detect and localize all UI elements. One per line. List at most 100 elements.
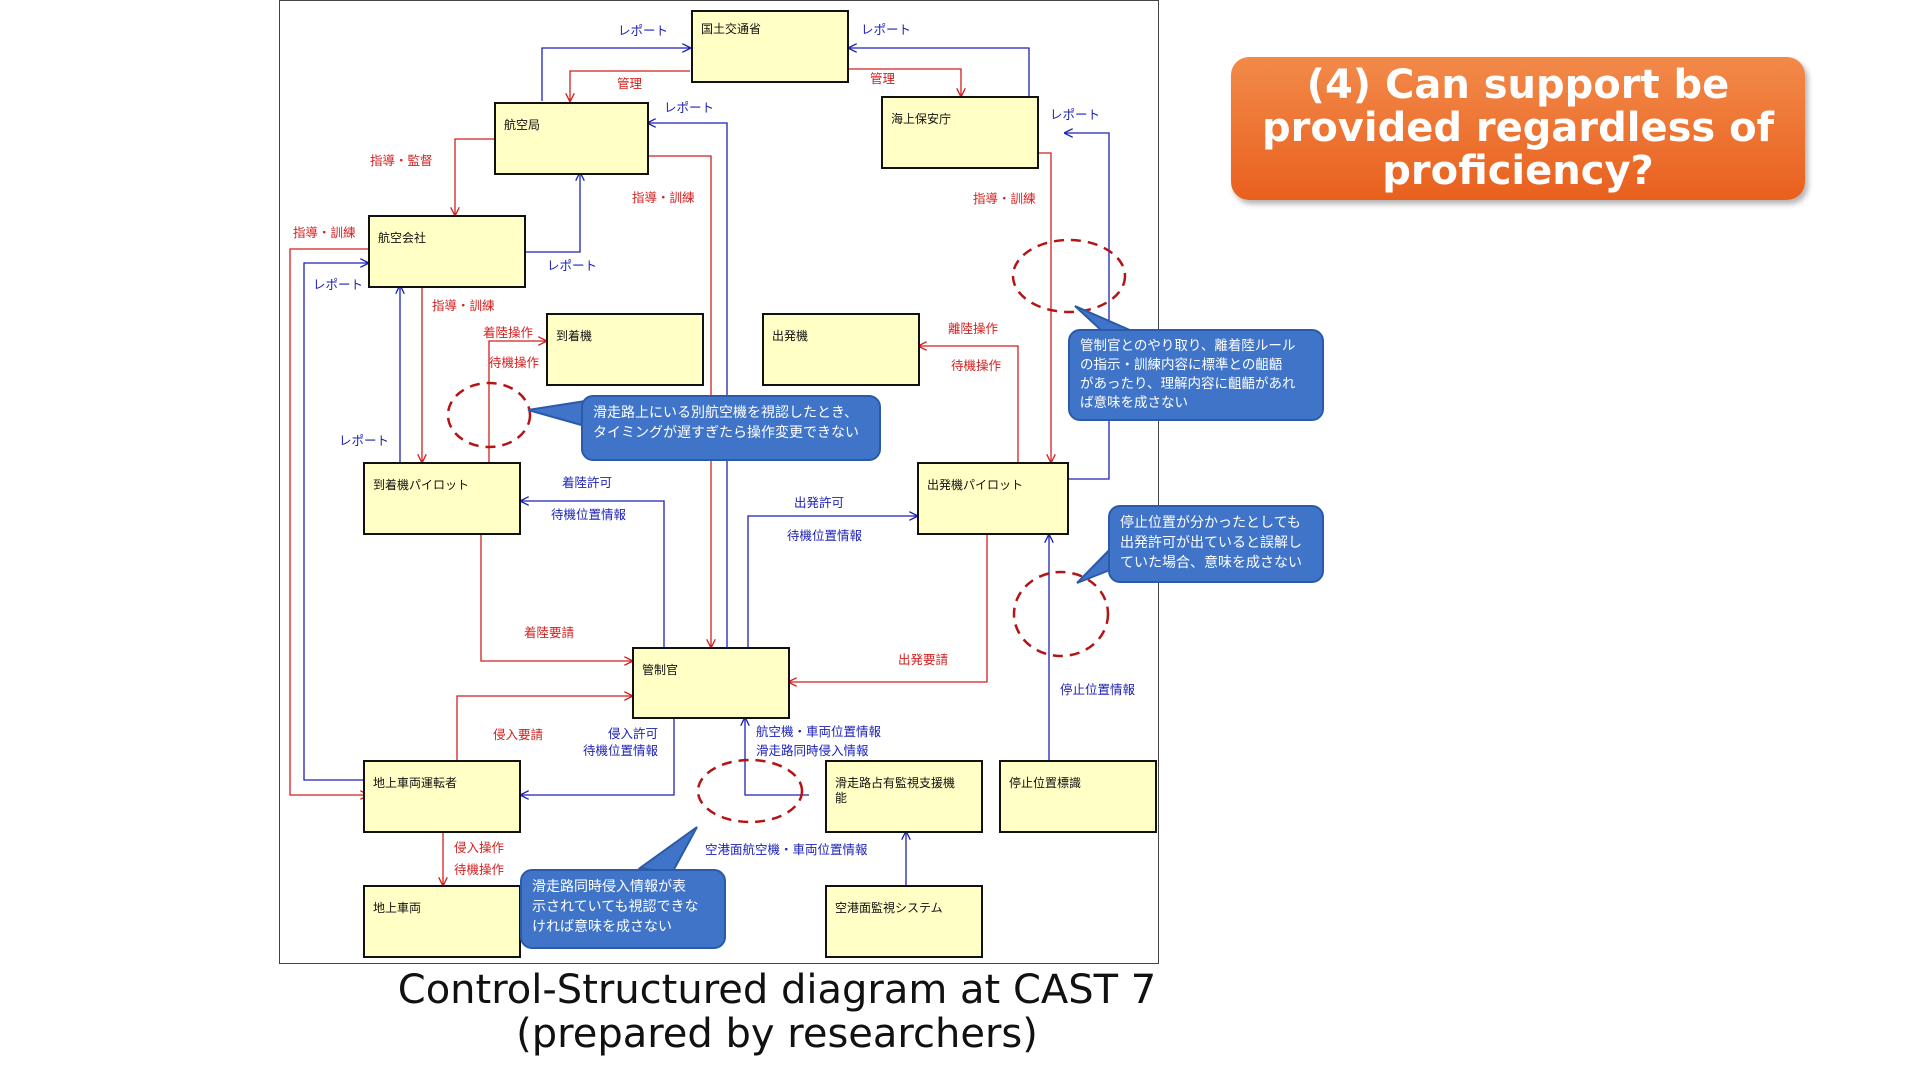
caption-line-2: (prepared by researchers) (516, 1011, 1038, 1057)
node-runway-monitor: 滑走路占有監視支援機能 (825, 760, 983, 833)
edge-airline-report-bureau (526, 173, 580, 253)
label-guide-train-3: 指導・訓練 (293, 225, 356, 240)
edge-controller-clear-driver (521, 718, 675, 795)
label-report-1: レポート (618, 23, 669, 38)
label-entry-op: 侵入操作 (454, 840, 505, 855)
diagram-connectors (289, 1, 1133, 886)
node-departure-pilot: 出発機パイロット (917, 462, 1069, 535)
node-departure-pilot-label: 出発機パイロット (927, 478, 1024, 492)
callout-tail-runway (637, 826, 698, 875)
control-structure-diagram: 国土交通省 航空局 海上保安庁 航空会社 到着機 出発機 到着機パイロット 出発… (279, 0, 1324, 964)
node-runway-monitor-label-1: 滑走路占有監視支援機 (835, 776, 956, 790)
label-manage-2: 管理 (870, 71, 896, 86)
edge-monitor-info-controller (745, 718, 809, 796)
node-bureau-label: 航空局 (504, 118, 541, 132)
callout-runway-info: 滑走路同時侵入情報が表 示されていても視認できな ければ意味を成さない (520, 869, 726, 949)
callout-stop-position-line-2: 出発許可が出ていると誤解し (1120, 535, 1302, 551)
callout-controller-comm-line-2: の指示・訓練内容に標準との齟齬 (1080, 357, 1283, 373)
node-arrival-aircraft-label: 到着機 (556, 329, 593, 343)
edge-airline-guide-driver (289, 248, 368, 795)
callout-stop-position-line-1: 停止位置が分かったとしても (1120, 515, 1301, 531)
label-guide-train-1: 指導・訓練 (632, 190, 695, 205)
node-civil-aviation-bureau: 航空局 (494, 102, 649, 175)
title-banner-line-2: provided regardless of (1261, 105, 1775, 151)
node-stop-marker-label: 停止位置標識 (1009, 776, 1082, 790)
label-hold-position-info-3: 待機位置情報 (583, 743, 659, 758)
edge-departure-pilot-request-controller (789, 535, 988, 682)
edge-controller-clear-arrival-pilot (521, 501, 665, 647)
label-aircraft-vehicle-pos-info: 航空機・車両位置情報 (756, 724, 882, 739)
node-ground-vehicle: 地上車両 (363, 885, 521, 958)
edge-driver-report-airline (303, 263, 368, 781)
edge-departure-pilot-operate-aircraft (919, 346, 1019, 462)
node-runway-monitor-label-2: 能 (835, 791, 848, 805)
label-hold-op-3: 待機操作 (454, 862, 505, 877)
callout-stop-position-line-3: ていた場合、意味を成さない (1120, 555, 1302, 571)
label-landing-request: 着陸要請 (524, 625, 575, 640)
callout-arrival-timing: 滑走路上にいる別航空機を視認したとき、 タイミングが遅すぎたら操作変更できない (581, 395, 881, 461)
edge-bureau-guide-controller (648, 155, 711, 647)
label-report-3: レポート (664, 100, 715, 115)
label-departure-request: 出発要請 (898, 652, 949, 667)
callout-arrival-timing-line-2: タイミングが遅すぎたら操作変更できない (593, 425, 859, 441)
label-hold-position-info-2: 待機位置情報 (787, 528, 863, 543)
label-landing-op: 着陸操作 (483, 325, 534, 340)
node-ground-vehicle-label: 地上車両 (373, 901, 422, 915)
edge-controller-report-bureau (648, 123, 728, 647)
edge-bureau-report-mlit (541, 48, 690, 101)
edge-driver-request-controller (456, 696, 632, 760)
edge-mlit-manage-bureau (570, 70, 690, 101)
label-entry-request: 侵入要請 (493, 727, 544, 742)
node-ground-vehicle-driver: 地上車両運転者 (363, 760, 521, 833)
label-report-2: レポート (861, 22, 912, 37)
node-surveillance-label: 空港面監視システム (835, 901, 943, 915)
label-report-5: レポート (547, 258, 598, 273)
label-entry-clearance: 侵入許可 (608, 726, 659, 741)
dashed-circle-arrival-ops (446, 381, 532, 449)
label-report-6: レポート (313, 277, 364, 292)
node-stop-marker: 停止位置標識 (999, 760, 1157, 833)
diagram-caption: Control-Structured diagram at CAST 7 (pr… (279, 968, 1275, 1056)
title-banner-line-3: proficiency? (1382, 148, 1654, 194)
node-arrival-aircraft: 到着機 (546, 313, 704, 386)
callout-controller-comm-line-3: があったり、理解内容に齟齬があれ (1080, 376, 1296, 392)
node-coast-guard-label: 海上保安庁 (891, 112, 952, 126)
label-report-4: レポート (1050, 107, 1101, 122)
edge-coastguard-report-mlit (849, 48, 1030, 96)
dashed-circle-runway-info (696, 758, 804, 824)
label-report-7: レポート (339, 433, 390, 448)
edge-arrival-pilot-request-controller (480, 535, 632, 661)
callout-runway-info-line-1: 滑走路同時侵入情報が表 (532, 879, 686, 895)
callout-arrival-timing-line-1: 滑走路上にいる別航空機を視認したとき、 (593, 405, 859, 421)
edge-coastguard-guide-departure-pilot (1038, 152, 1051, 462)
label-guide-train-4: 指導・訓練 (432, 298, 495, 313)
label-manage-1: 管理 (617, 76, 643, 91)
edge-controller-clear-departure-pilot (747, 516, 917, 647)
callout-tail-arrival (527, 399, 586, 428)
node-arrival-pilot-label: 到着機パイロット (373, 478, 470, 492)
node-mlit-label: 国土交通省 (701, 22, 762, 36)
node-coast-guard: 海上保安庁 (881, 96, 1039, 169)
label-guide-train-2: 指導・訓練 (973, 191, 1036, 206)
node-airline-label: 航空会社 (378, 231, 427, 245)
callout-controller-comm-line-1: 管制官とのやり取り、離着陸ルール (1080, 338, 1296, 354)
node-surface-surveillance: 空港面監視システム (825, 885, 983, 958)
caption-line-1: Control-Structured diagram at CAST 7 (397, 967, 1157, 1013)
callout-stop-position: 停止位置が分かったとしても 出発許可が出ていると誤解し ていた場合、意味を成さな… (1108, 505, 1324, 583)
node-controller-label: 管制官 (642, 663, 679, 677)
callout-controller-comm: 管制官とのやり取り、離着陸ルール の指示・訓練内容に標準との齟齬 があったり、理… (1068, 329, 1324, 421)
dashed-circle-stop-info (1012, 570, 1110, 658)
label-surface-aircraft-vehicle-pos: 空港面航空機・車両位置情報 (705, 842, 868, 857)
node-controller: 管制官 (632, 647, 790, 719)
callout-controller-comm-line-4: ば意味を成さない (1080, 395, 1188, 411)
dashed-circle-coastguard-guide (1011, 238, 1127, 314)
node-mlit: 国土交通省 (691, 10, 849, 83)
callout-runway-info-line-2: 示されていても視認できな (532, 899, 699, 915)
edge-departure-pilot-report-coastguard (1065, 133, 1110, 480)
label-hold-position-info-1: 待機位置情報 (551, 507, 627, 522)
label-hold-op-1: 待機操作 (489, 355, 540, 370)
edge-arrival-pilot-operate-aircraft (488, 341, 546, 462)
node-arrival-pilot: 到着機パイロット (363, 462, 521, 535)
label-departure-clearance: 出発許可 (794, 495, 845, 510)
node-airline: 航空会社 (368, 215, 526, 288)
